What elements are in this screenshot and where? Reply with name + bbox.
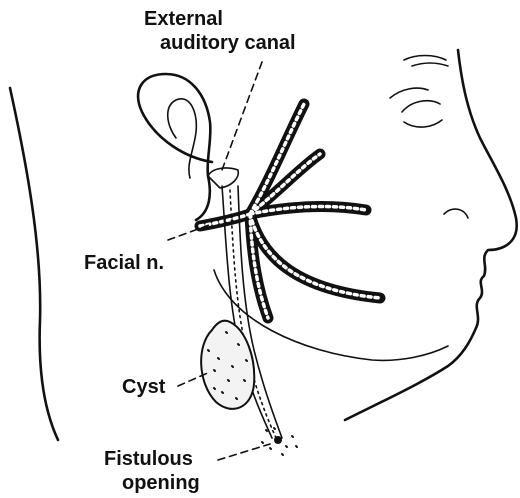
hair-texture <box>404 56 448 67</box>
fistula-label-line1: Fistulous <box>104 448 193 470</box>
neck-back-outline <box>10 88 58 440</box>
ear-inner-fold <box>168 99 197 178</box>
leader-fistula <box>218 444 270 460</box>
facial-nerve-label: Facial n. <box>84 252 164 274</box>
ear-canal-opening <box>208 168 238 188</box>
fistula-label-line2: opening <box>122 472 200 494</box>
cyst <box>201 321 254 409</box>
external-canal-label-line1: External <box>144 8 223 30</box>
external-canal-label-line2: auditory canal <box>160 32 296 54</box>
facial-nerve-branches <box>200 104 380 318</box>
ear-outline <box>138 74 212 220</box>
leader-external-canal <box>222 62 262 170</box>
cyst-label: Cyst <box>122 376 165 398</box>
face-profile-outline <box>345 50 517 420</box>
leader-facial-nerve <box>168 224 212 240</box>
eye <box>390 88 442 127</box>
nostril <box>444 209 468 218</box>
